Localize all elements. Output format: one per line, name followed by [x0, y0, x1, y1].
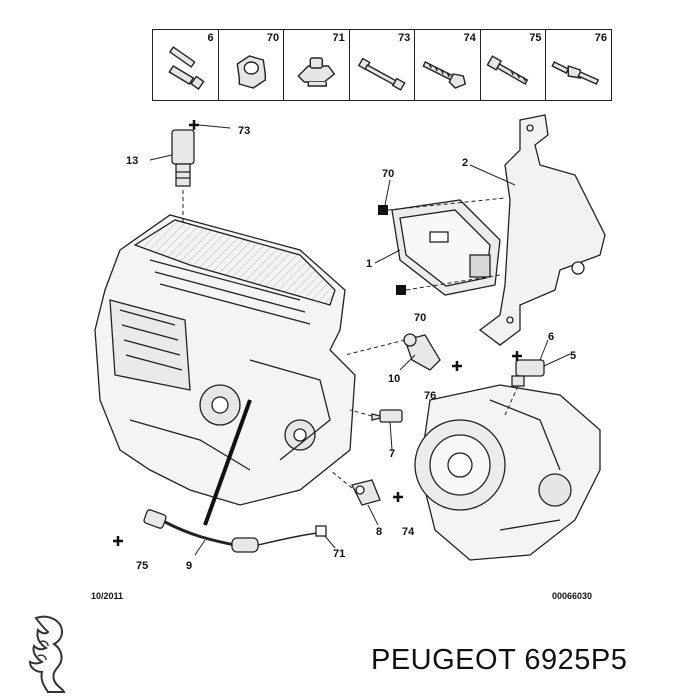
legend-cell-70: 70	[219, 30, 285, 100]
speed-sensor	[511, 359, 545, 387]
leader-line	[329, 469, 353, 489]
oxygen-sensor-harness	[143, 509, 327, 553]
leader-line	[504, 385, 519, 416]
bolt-medium-icon	[486, 55, 529, 85]
diagram-date: 10/2011	[91, 591, 124, 601]
ecu-bracket	[478, 114, 606, 346]
callout-5: 5	[570, 350, 576, 362]
engine-block	[94, 214, 356, 506]
leader-line	[344, 339, 406, 356]
fastener-legend: 6 70 71 73	[152, 29, 612, 101]
legend-cell-75: 75	[481, 30, 547, 100]
legend-cell-74: 74	[415, 30, 481, 100]
legend-number: 71	[332, 32, 345, 44]
callout-7: 7	[389, 448, 395, 460]
callout-8: 8	[376, 526, 382, 538]
knock-sensor	[351, 479, 381, 506]
bolt-flange-icon	[168, 46, 205, 90]
legend-number: 74	[463, 32, 476, 44]
callout-71: 71	[333, 548, 345, 560]
legend-number: 75	[529, 32, 542, 44]
leader-line	[349, 409, 373, 417]
bolt-threaded-icon	[422, 61, 467, 89]
sensor-routing-line	[203, 399, 252, 526]
callout-70-bottom: 70	[414, 312, 426, 324]
engine-sensor-diagram: 73 13 70 2 1 70 6 5 10 76 7 8 74 75 9 71	[94, 114, 606, 572]
brand-part-number: PEUGEOT 6925P5	[371, 644, 628, 676]
legend-cell-71: 71	[284, 30, 350, 100]
callout-2: 2	[462, 157, 468, 169]
mounting-dots	[378, 205, 406, 295]
legend-cell-73: 73	[350, 30, 416, 100]
callout-73: 73	[238, 125, 250, 137]
camshaft-sensor	[171, 129, 195, 187]
callout-76: 76	[424, 390, 436, 402]
hex-nut-icon	[236, 55, 266, 89]
leader-lines	[387, 197, 506, 291]
peugeot-lion-logo-icon	[28, 615, 66, 693]
crankshaft-sensor	[403, 333, 441, 371]
legend-number: 73	[398, 32, 411, 44]
callout-1: 1	[366, 258, 372, 270]
engine-control-unit	[391, 199, 501, 296]
callout-74: 74	[402, 526, 415, 538]
callout-70-top: 70	[382, 168, 394, 180]
legend-number: 70	[266, 32, 280, 44]
cross-markers	[113, 120, 522, 546]
temperature-sensor	[371, 409, 403, 423]
legend-number: 76	[594, 32, 608, 44]
gearbox-housing	[414, 384, 601, 561]
bolt-long-icon	[357, 57, 406, 91]
diagram-reference: 00066030	[552, 591, 593, 601]
callout-6: 6	[548, 331, 554, 343]
callout-9: 9	[186, 560, 192, 572]
legend-cell-6: 6	[153, 30, 219, 100]
callout-10: 10	[388, 373, 400, 385]
stud-bolt-icon	[551, 61, 600, 85]
callout-75: 75	[136, 560, 148, 572]
callout-leaders	[149, 124, 571, 556]
clip-icon	[297, 57, 336, 87]
callout-13: 13	[126, 155, 138, 167]
legend-cell-76: 76	[546, 30, 611, 100]
legend-number: 6	[207, 32, 214, 44]
